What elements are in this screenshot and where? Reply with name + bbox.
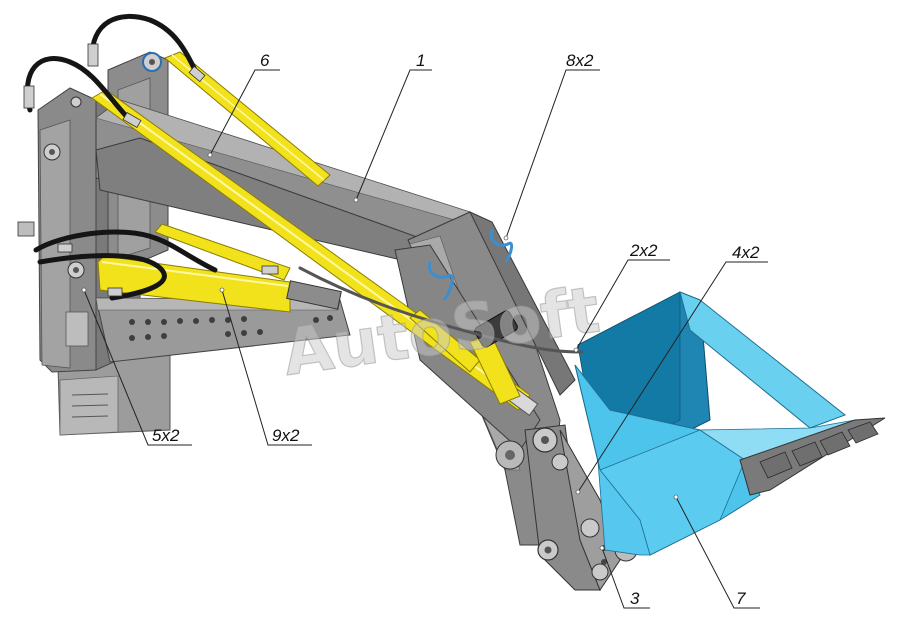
callout-4x2: 4x2 — [732, 243, 760, 262]
blue-brackets — [427, 229, 514, 301]
callout-9x2: 9x2 — [272, 426, 300, 445]
hose-fittings — [17, 43, 279, 297]
hydraulic-cylinders — [91, 51, 539, 417]
hydraulic-hoses — [24, 14, 584, 354]
callout-5x2: 5x2 — [152, 426, 180, 445]
callout-1: 1 — [416, 51, 425, 70]
callout-7: 7 — [736, 589, 746, 608]
callout-3: 3 — [630, 589, 640, 608]
callout-2x2: 2x2 — [629, 241, 658, 260]
callout-6: 6 — [260, 51, 270, 70]
bucket — [574, 291, 886, 556]
leader-lines — [81, 69, 768, 609]
callout-8x2: 8x2 — [566, 51, 594, 70]
callout-labels: 6 1 8x2 2x2 4x2 5x2 9x2 3 7 — [152, 51, 760, 608]
